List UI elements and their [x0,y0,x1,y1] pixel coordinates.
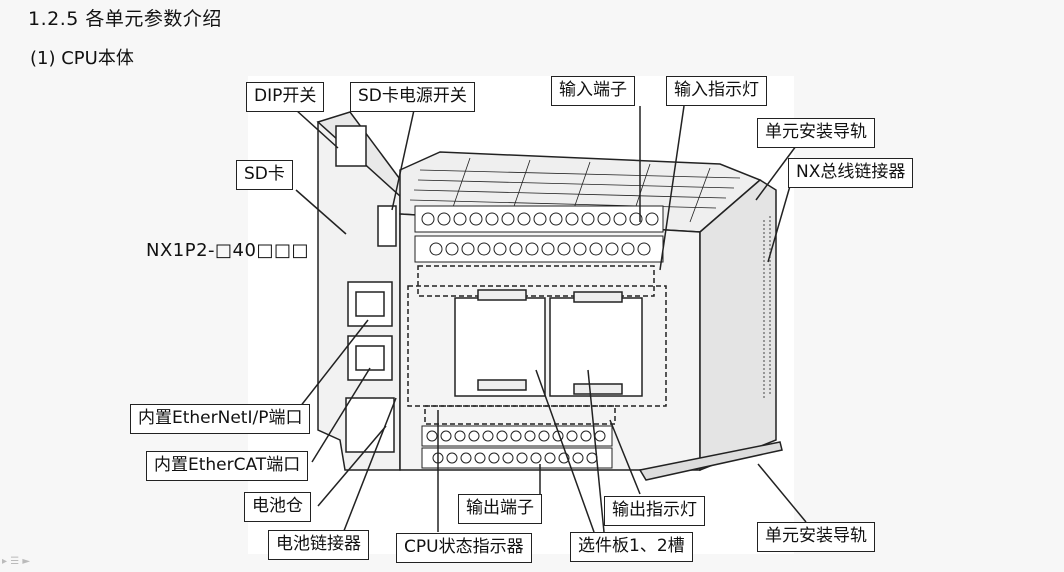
callout-cpu-status-indicator: CPU状态指示器 [396,533,532,563]
callout-sd-card: SD卡 [236,160,293,190]
callout-option-board-slots: 选件板1、2槽 [570,532,693,562]
slide-toolbar-icons: ▸ ☰ ► [2,556,31,567]
callout-sd-power-switch: SD卡电源开关 [350,82,475,112]
section-heading: 1.2.5 各单元参数介绍 [28,8,222,30]
callout-unit-rail-bottom: 单元安装导轨 [757,522,875,552]
device-body [316,111,783,481]
callout-battery-connector: 电池链接器 [268,530,369,560]
callout-battery-compartment: 电池仓 [244,492,311,522]
callout-output-terminal: 输出端子 [458,494,542,524]
callout-input-terminal: 输入端子 [551,76,635,106]
model-number-label: NX1P2-□40□□□ [146,240,309,261]
leader-lines [295,105,807,547]
callout-ethercat-port: 内置EtherCAT端口 [146,451,309,481]
callout-input-indicator: 输入指示灯 [666,76,767,106]
callout-unit-rail-top: 单元安装导轨 [757,118,875,148]
callout-ethernet-ip-port: 内置EtherNetI/P端口 [130,404,311,434]
callout-output-indicator: 输出指示灯 [604,496,705,526]
subsection-heading: (1) CPU本体 [30,48,134,69]
callout-nx-bus-connector: NX总线链接器 [788,158,914,188]
callout-dip-switch: DIP开关 [246,82,325,112]
